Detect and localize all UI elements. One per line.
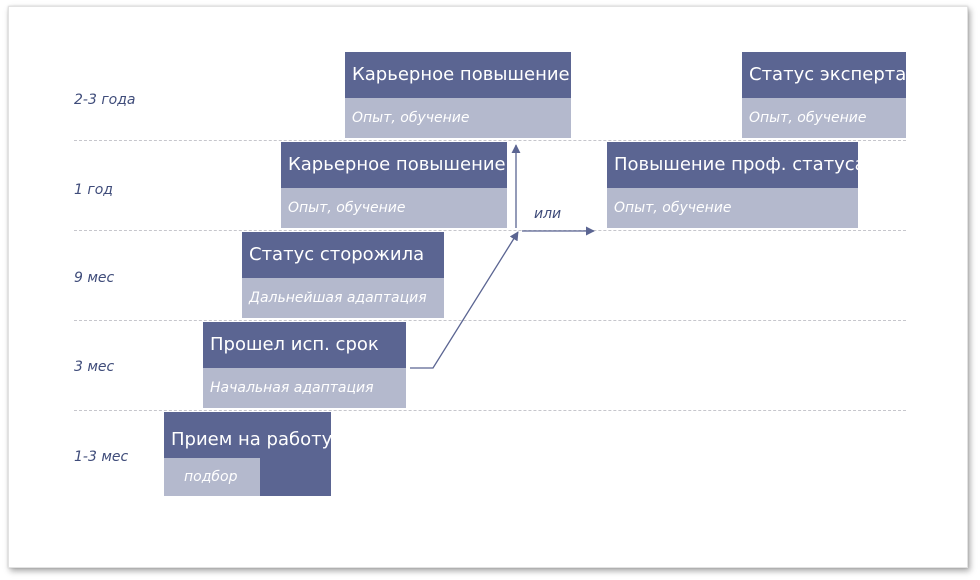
professional-status-card: Повышение проф. статуса Опыт, обучение	[607, 142, 858, 228]
card-title: Карьерное повышение	[345, 52, 571, 98]
card-subtitle: Опыт, обучение	[345, 98, 571, 138]
period-label-9-months: 9 мес	[74, 270, 115, 286]
path-arrow-from-probation	[410, 231, 519, 369]
probation-passed-card: Прошел исп. срок Начальная адаптация	[203, 322, 406, 408]
card-title: Статус сторожила	[242, 232, 444, 278]
hiring-card: Прием на работу подбор	[164, 412, 331, 496]
divider-line	[74, 230, 906, 231]
card-title: Повышение проф. статуса	[607, 142, 858, 188]
card-subtitle: Начальная адаптация	[203, 368, 406, 408]
card-subtitle: Опыт, обучение	[742, 98, 906, 138]
or-label: или	[534, 206, 562, 222]
expert-status-card: Статус эксперта Опыт, обучение	[742, 52, 906, 138]
card-subtitle: Опыт, обучение	[281, 188, 507, 228]
divider-line	[74, 140, 906, 141]
card-subtitle: подбор	[164, 458, 260, 496]
card-fill	[260, 458, 331, 496]
career-promotion-card: Карьерное повышение Опыт, обучение	[281, 142, 507, 228]
period-label-1-year: 1 год	[74, 182, 113, 198]
period-label-2-3-years: 2-3 года	[74, 92, 136, 108]
old-timer-status-card: Статус сторожила Дальнейшая адаптация	[242, 232, 444, 318]
card-title: Статус эксперта	[742, 52, 906, 98]
career-promotion-card-top: Карьерное повышение Опыт, обучение	[345, 52, 571, 138]
card-title: Прошел исп. срок	[203, 322, 406, 368]
card-title: Прием на работу	[164, 412, 331, 458]
divider-line	[74, 320, 906, 321]
card-title: Карьерное повышение	[281, 142, 507, 188]
period-label-3-months: 3 мес	[74, 359, 115, 375]
card-subtitle: Дальнейшая адаптация	[242, 278, 444, 318]
divider-line	[74, 410, 906, 411]
card-subtitle: Опыт, обучение	[607, 188, 858, 228]
period-label-1-3-months: 1-3 мес	[74, 449, 129, 465]
